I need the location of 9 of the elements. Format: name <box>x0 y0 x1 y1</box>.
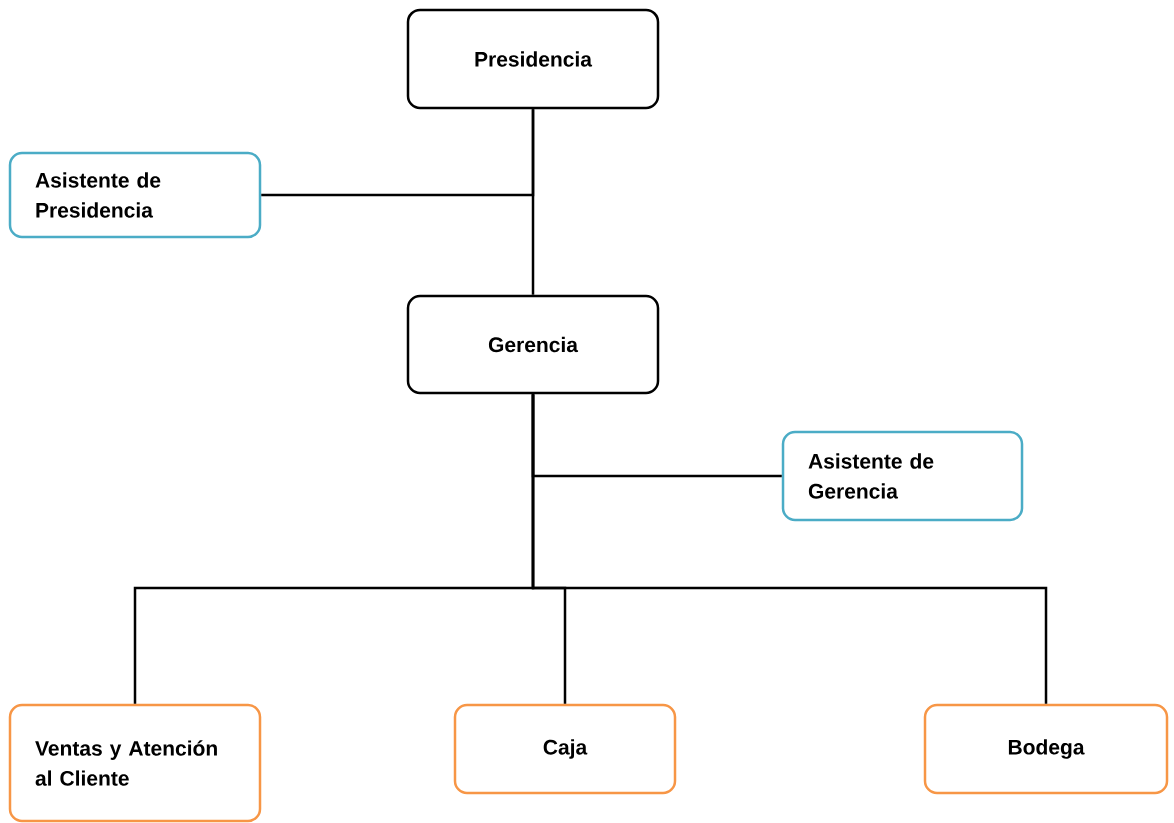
org-box: Gerencia <box>406 294 660 395</box>
org-box: Caja <box>453 703 677 795</box>
org-box: Asistente de Gerencia <box>781 430 1024 522</box>
org-box: Presidencia <box>406 8 660 110</box>
connector-line <box>261 109 535 197</box>
org-box: Asistente de Presidencia <box>8 151 262 239</box>
org-box: Bodega <box>923 703 1169 795</box>
connector-line <box>531 394 1048 704</box>
org-box: Ventas y Atención al Cliente <box>8 703 262 823</box>
